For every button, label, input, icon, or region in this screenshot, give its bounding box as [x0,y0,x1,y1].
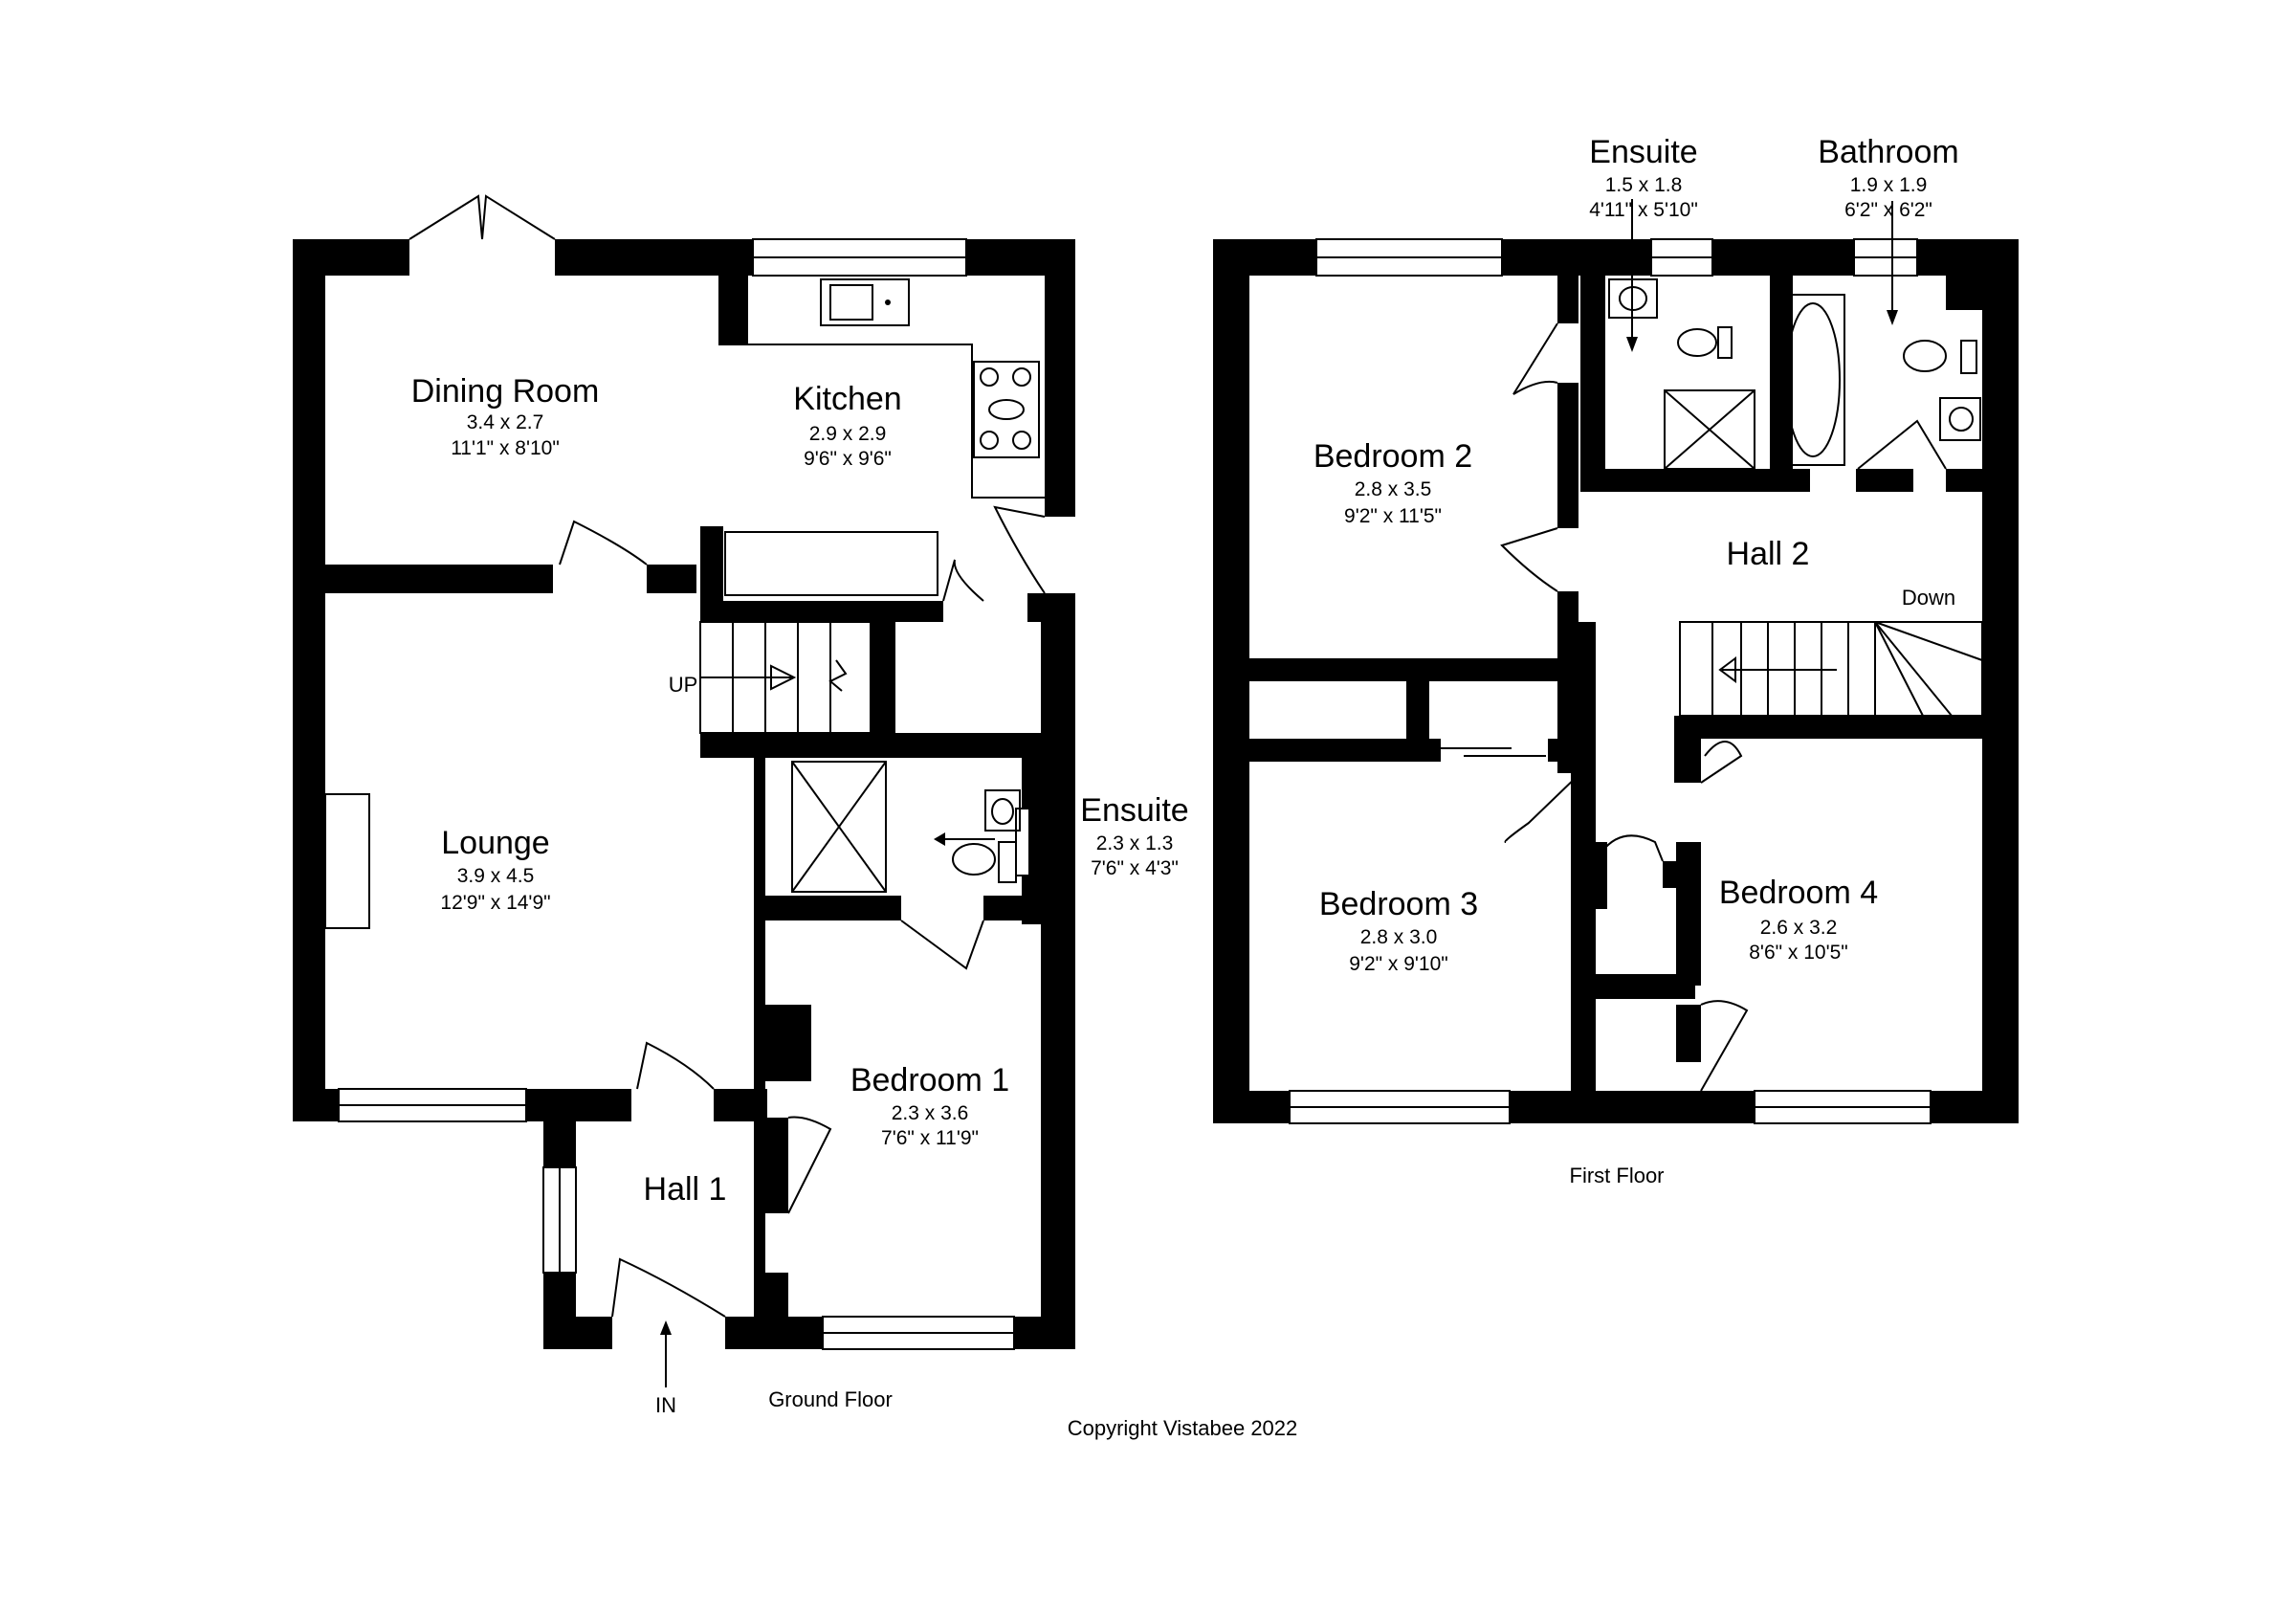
room-name: Hall 1 [644,1171,727,1208]
room-name: Bedroom 2 [1314,438,1472,475]
first-floor-windows [1289,238,1932,1124]
room-ensuite-ground: Ensuite 2.3 x 1.3 7'6" x 4'3" [1080,792,1188,879]
room-metric: 3.9 x 4.5 [457,865,535,887]
room-bathroom: Bathroom 1.9 x 1.9 6'2" x 6'2" [1818,134,1958,221]
cupboards [1253,664,1546,757]
bathroom-fixtures [1780,201,1981,466]
room-hall-2: Hall 2 [1727,536,1810,572]
room-metric: 2.8 x 3.0 [1360,926,1438,948]
room-metric: 1.5 x 1.8 [1605,174,1683,196]
room-ensuite-first: Ensuite 1.5 x 1.8 4'11" x 5'10" [1589,134,1698,221]
room-hall-1: Hall 1 [644,1171,727,1208]
room-imperial: 6'2" x 6'2" [1844,199,1932,221]
ground-floor-label: Ground Floor [768,1387,893,1411]
room-bedroom-1: Bedroom 1 2.3 x 3.6 7'6" x 11'9" [850,1062,1009,1149]
first-floor-label: First Floor [1570,1164,1665,1187]
room-kitchen: Kitchen 2.9 x 2.9 9'6" x 9'6" [793,381,901,470]
room-imperial: 7'6" x 4'3" [1091,857,1179,879]
entrance-label: IN [655,1393,676,1417]
room-metric: 2.3 x 1.3 [1096,832,1174,854]
room-name: Lounge [441,825,549,861]
room-metric: 2.3 x 3.6 [892,1102,969,1124]
room-imperial: 12'9" x 14'9" [440,892,550,914]
room-metric: 1.9 x 1.9 [1850,174,1928,196]
ensuite-first-fixtures [1608,199,1755,470]
room-name: Ensuite [1080,792,1188,829]
room-imperial: 8'6" x 10'5" [1749,942,1848,964]
room-imperial: 9'2" x 11'5" [1344,505,1442,527]
room-name: Bedroom 1 [850,1062,1009,1098]
ground-floor-doors [559,505,1046,1318]
room-name: Ensuite [1589,134,1697,170]
room-bedroom-2: Bedroom 2 2.8 x 3.5 9'2" x 11'5" [1314,438,1472,527]
stairs-down [1679,621,1983,717]
room-imperial: 9'6" x 9'6" [804,448,892,470]
first-floor-plan [1213,199,2019,1124]
kitchen-units [718,276,1045,596]
room-name: Dining Room [411,373,600,410]
ground-floor-plan [293,194,1075,1387]
room-lounge: Lounge 3.9 x 4.5 12'9" x 14'9" [440,825,550,914]
room-bedroom-4: Bedroom 4 2.6 x 3.2 8'6" x 10'5" [1719,875,1878,964]
first-floor-doors [1500,322,1947,1092]
room-name: Kitchen [793,381,901,417]
first-floor-walls [1213,239,2019,1123]
room-bedroom-3: Bedroom 3 2.8 x 3.0 9'2" x 9'10" [1319,886,1478,975]
ensuite-ground-fixtures [791,761,1021,893]
room-name: Hall 2 [1727,536,1810,572]
room-metric: 2.6 x 3.2 [1760,917,1838,939]
room-name: Bedroom 3 [1319,886,1478,922]
room-name: Bathroom [1818,134,1958,170]
room-name: Bedroom 4 [1719,875,1878,911]
room-metric: 2.9 x 2.9 [809,423,887,445]
room-metric: 3.4 x 2.7 [467,411,544,433]
room-imperial: 9'2" x 9'10" [1349,953,1448,975]
room-imperial: 7'6" x 11'9" [881,1127,979,1149]
ground-floor-walls [293,239,1075,1349]
room-imperial: 4'11" x 5'10" [1589,199,1698,221]
room-dining-room: Dining Room 3.4 x 2.7 11'1" x 8'10" [411,373,600,459]
stairs-down-label: Down [1902,586,1955,610]
room-imperial: 11'1" x 8'10" [451,437,560,459]
french-doors [408,194,556,240]
stairs-up-label: UP [669,673,698,697]
stairs-up [699,621,872,734]
entrance-arrow [660,1320,672,1387]
copyright-text: Copyright Vistabee 2022 [1068,1416,1298,1440]
fireplace [324,793,370,929]
room-metric: 2.8 x 3.5 [1355,478,1432,500]
